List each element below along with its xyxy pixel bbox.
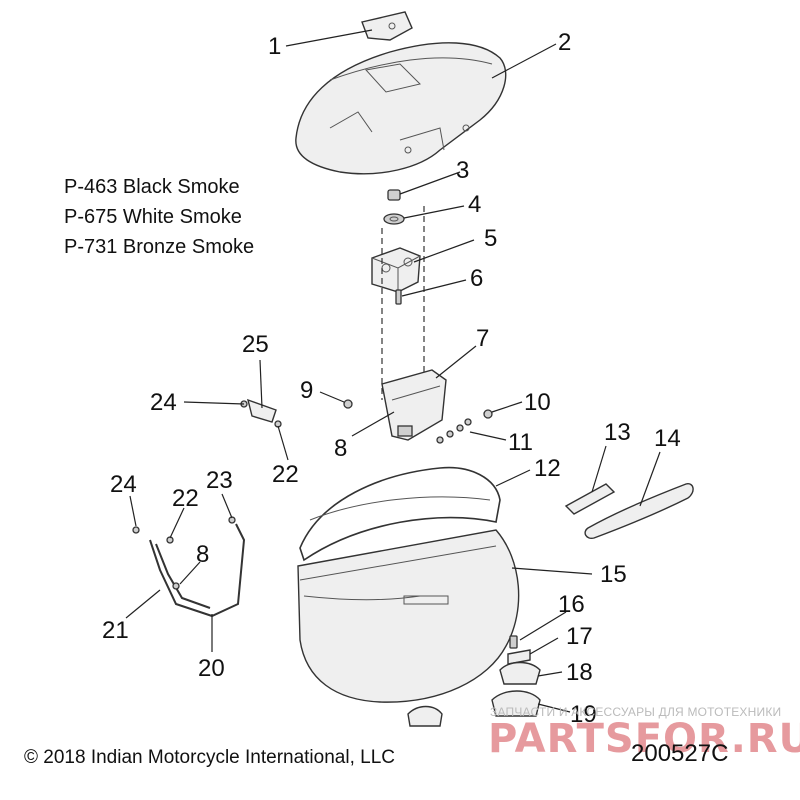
part-15-saddlebag — [297, 496, 520, 703]
part-4-washer — [383, 213, 405, 225]
watermark-subtitle: ЗАПЧАСТИ И АКСЕССУАРЫ ДЛЯ МОТОТЕХНИКИ — [490, 705, 782, 719]
callout-22-upper: 22 — [272, 461, 299, 488]
callout-6: 6 — [470, 265, 483, 292]
callout-13: 13 — [604, 419, 631, 446]
part-12-seal — [299, 466, 501, 562]
callout-8-upper: 8 — [334, 435, 347, 462]
callout-7: 7 — [476, 325, 489, 352]
callout-8-lower: 8 — [196, 541, 209, 568]
part-25-bracket-upper — [240, 398, 282, 428]
part-5-latch-housing — [371, 247, 421, 293]
part-11-fasteners — [436, 418, 472, 444]
callout-20: 20 — [198, 655, 225, 682]
callout-12: 12 — [534, 455, 561, 482]
callout-3: 3 — [456, 157, 469, 184]
callout-25: 25 — [242, 331, 269, 358]
callout-5: 5 — [484, 225, 497, 252]
part-20-21-mount-frame — [132, 516, 246, 618]
callout-2: 2 — [558, 29, 571, 56]
part-14-badge — [584, 483, 694, 540]
copyright-notice: © 2018 Indian Motorcycle International, … — [24, 747, 395, 768]
callout-11: 11 — [508, 429, 533, 456]
callout-1: 1 — [268, 33, 281, 60]
color-option-bronze-smoke: P-731 Bronze Smoke — [64, 236, 255, 258]
callout-19: 19 — [570, 701, 597, 728]
part-9-fastener — [343, 399, 353, 409]
part-10-fastener — [483, 409, 493, 419]
part-17-plate — [507, 649, 531, 665]
callout-24-upper: 24 — [150, 389, 177, 416]
color-options-list: P-463 Black Smoke P-675 White Smoke P-73… — [64, 172, 254, 262]
part-19-bumper — [407, 690, 541, 727]
part-2-lid — [295, 42, 507, 175]
color-option-white-smoke: P-675 White Smoke — [64, 206, 242, 228]
callout-23: 23 — [206, 467, 233, 494]
color-option-black-smoke: P-463 Black Smoke — [64, 176, 240, 198]
callout-17: 17 — [566, 623, 593, 650]
leader-lines — [125, 29, 661, 713]
callout-15: 15 — [600, 561, 627, 588]
part-3-screw — [387, 189, 401, 201]
part-6-pin — [395, 289, 402, 305]
callout-14: 14 — [654, 425, 681, 452]
callout-9: 9 — [300, 377, 313, 404]
part-16-screw — [509, 635, 518, 649]
callout-4: 4 — [468, 191, 481, 218]
callout-21: 21 — [102, 617, 129, 644]
callout-22-lower: 22 — [172, 485, 199, 512]
diagram-id: 200527C — [631, 740, 729, 767]
part-18-bumper — [499, 661, 541, 685]
watermark-brand: PARTSFOR.RU — [488, 716, 800, 762]
part-13-trim-strip — [564, 483, 616, 515]
callout-16: 16 — [558, 591, 585, 618]
callout-18: 18 — [566, 659, 593, 686]
part-1-cover — [361, 11, 413, 41]
callout-24-lower: 24 — [110, 471, 137, 498]
callout-10: 10 — [524, 389, 551, 416]
part-7-striker-bracket — [381, 369, 447, 441]
